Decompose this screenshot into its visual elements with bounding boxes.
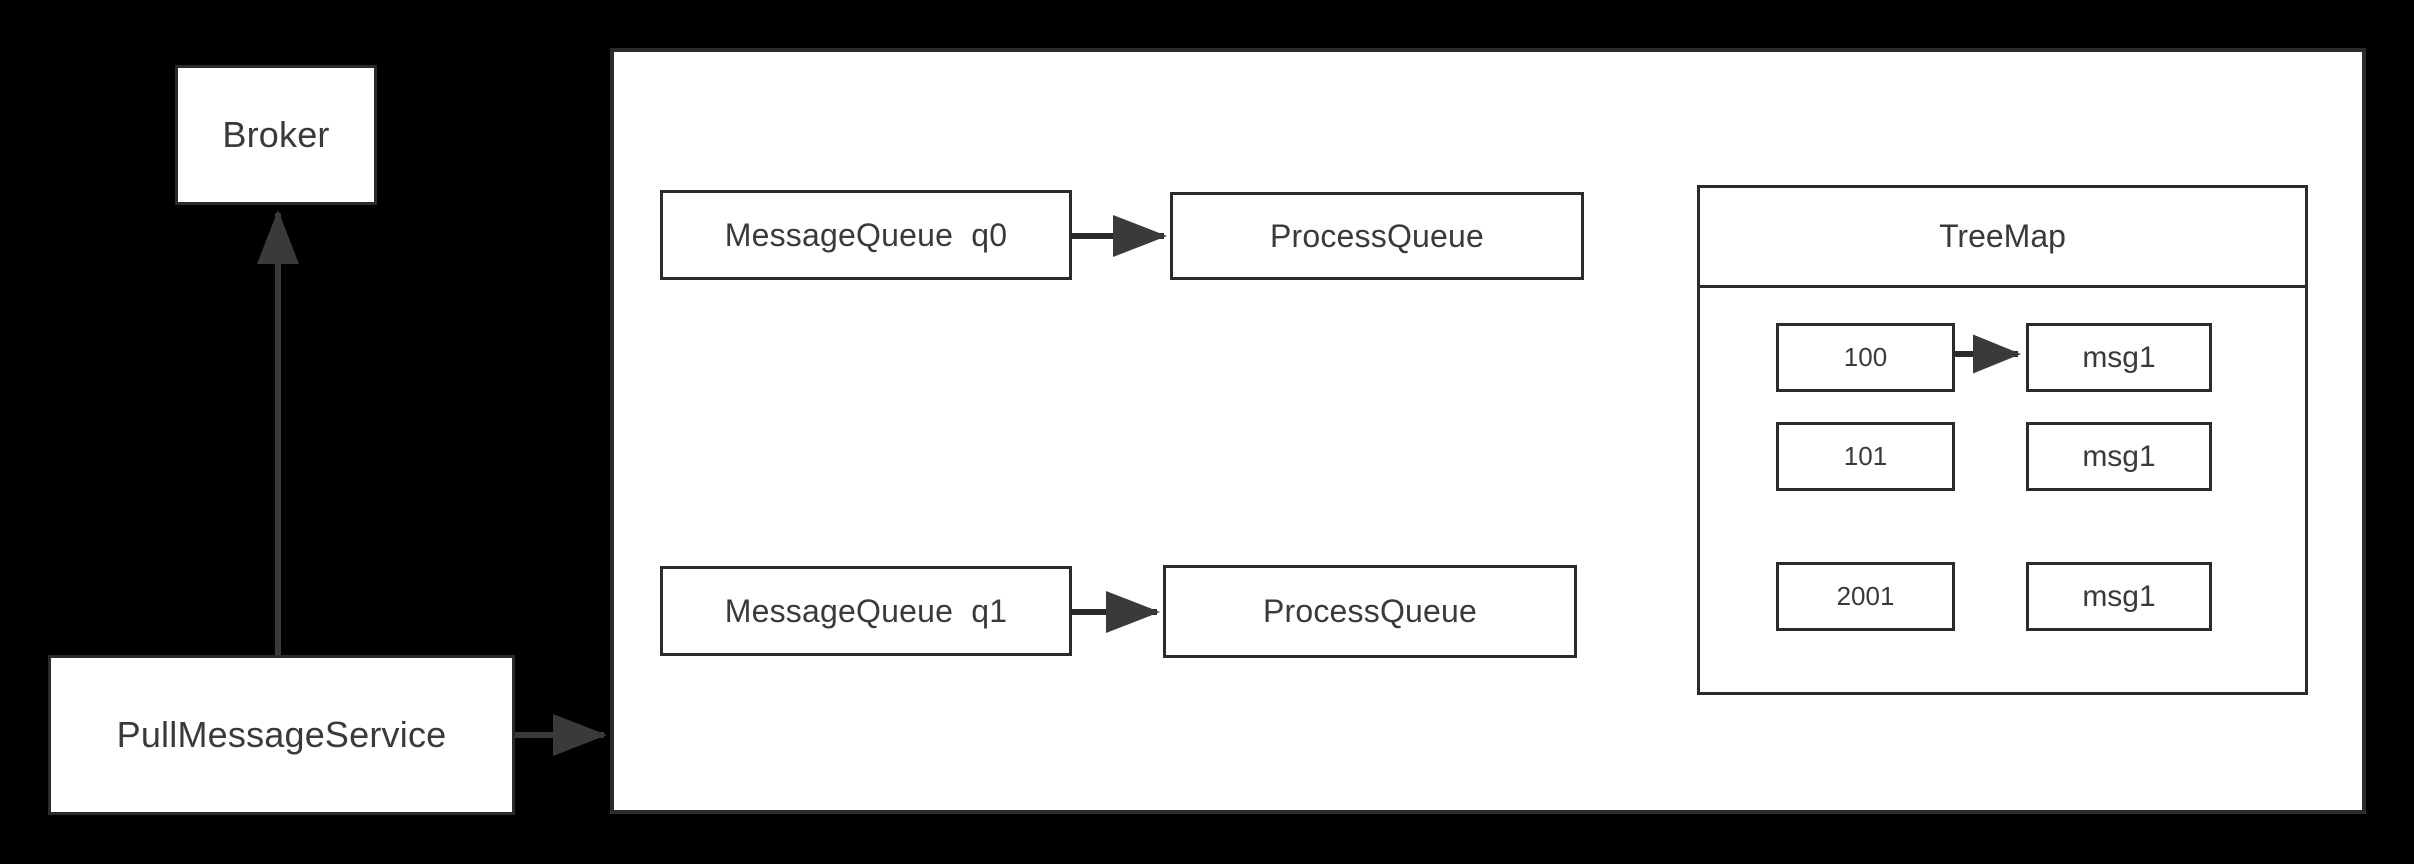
broker-label: Broker bbox=[222, 114, 330, 155]
treemap-header: TreeMap bbox=[1700, 188, 2305, 288]
treemap-value-0-label: msg1 bbox=[2082, 340, 2156, 374]
treemap-panel: TreeMap 100 msg1 101 msg1 2001 msg1 bbox=[1697, 185, 2308, 695]
treemap-key-0-label: 100 bbox=[1843, 342, 1888, 372]
broker-node[interactable]: Broker bbox=[175, 65, 377, 205]
message-queue-q0-label: MessageQueue q0 bbox=[724, 216, 1008, 253]
message-queue-q1-node[interactable]: MessageQueue q1 bbox=[660, 566, 1072, 656]
treemap-key-2[interactable]: 2001 bbox=[1776, 562, 1955, 631]
treemap-title: TreeMap bbox=[1939, 218, 2066, 254]
treemap-value-1-label: msg1 bbox=[2082, 439, 2156, 473]
process-queue-0-label: ProcessQueue bbox=[1269, 217, 1485, 254]
pull-message-service-node[interactable]: PullMessageService bbox=[48, 655, 515, 815]
treemap-value-2[interactable]: msg1 bbox=[2026, 562, 2212, 631]
process-queue-1-label: ProcessQueue bbox=[1262, 593, 1478, 629]
treemap-key-1-label: 101 bbox=[1843, 441, 1888, 471]
treemap-key-2-label: 2001 bbox=[1836, 581, 1895, 611]
treemap-key-0[interactable]: 100 bbox=[1776, 323, 1955, 392]
treemap-key-1[interactable]: 101 bbox=[1776, 422, 1955, 491]
message-queue-q1-label: MessageQueue q1 bbox=[724, 592, 1008, 629]
process-queue-0-node[interactable]: ProcessQueue bbox=[1170, 192, 1584, 280]
message-queue-q0-node[interactable]: MessageQueue q0 bbox=[660, 190, 1072, 280]
treemap-value-2-label: msg1 bbox=[2082, 579, 2156, 613]
pull-message-service-label: PullMessageService bbox=[116, 714, 447, 755]
process-queue-1-node[interactable]: ProcessQueue bbox=[1163, 565, 1577, 658]
treemap-value-0[interactable]: msg1 bbox=[2026, 323, 2212, 392]
treemap-value-1[interactable]: msg1 bbox=[2026, 422, 2212, 491]
